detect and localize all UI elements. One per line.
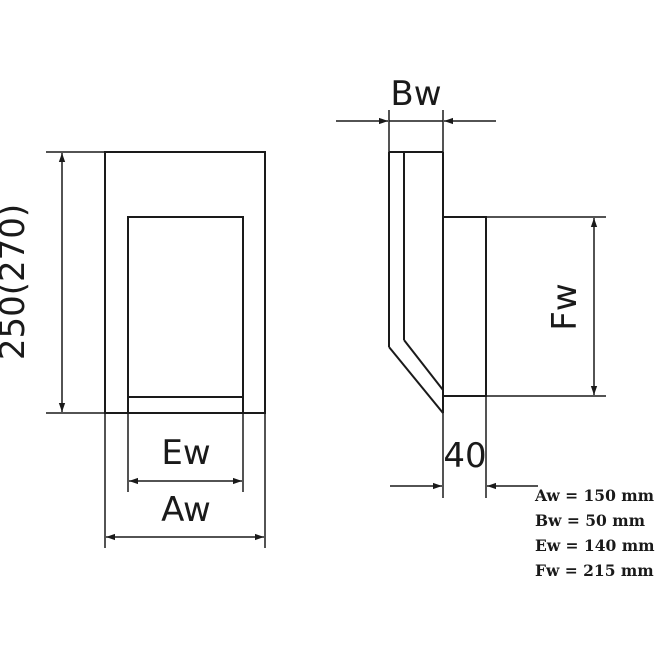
- side-view: Bw Fw 40: [336, 74, 606, 498]
- side-plate-bevel-outer: [388, 346, 444, 414]
- front-outer-frame: [104, 151, 266, 414]
- spec-ew: Ew = 140 mm: [535, 536, 655, 555]
- spec-bw: Bw = 50 mm: [535, 511, 646, 530]
- front-inner-window: [127, 216, 244, 398]
- fw-label: Fw: [545, 283, 585, 330]
- spec-list: Aw = 150 mm Bw = 50 mm Ew = 140 mm Fw = …: [534, 486, 655, 580]
- side-rear-box: [442, 216, 487, 397]
- side-plate-bevel-inner: [403, 339, 444, 391]
- bw-label: Bw: [390, 74, 441, 114]
- aw-label: Aw: [161, 490, 211, 530]
- depth-label: 40: [443, 436, 486, 476]
- spec-fw: Fw = 215 mm: [535, 561, 654, 580]
- ew-label: Ew: [161, 433, 210, 473]
- spec-aw: Aw = 150 mm: [534, 486, 655, 505]
- front-view: 250(270) Ew Aw: [0, 151, 266, 548]
- height-label: 250(270): [0, 204, 33, 360]
